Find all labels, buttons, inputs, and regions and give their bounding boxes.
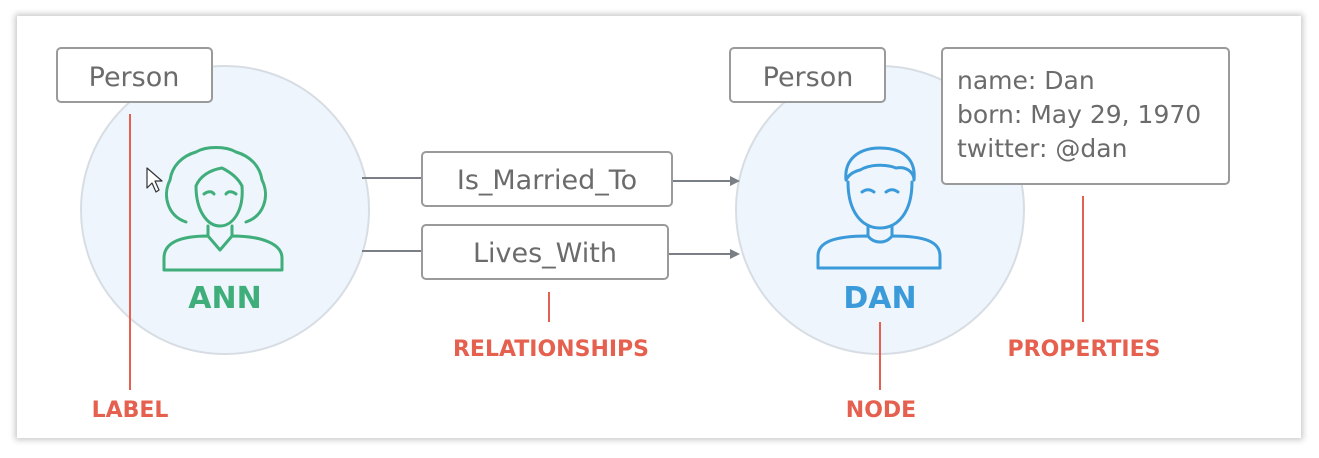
relationship-label-married: Is_Married_To — [457, 165, 637, 196]
mouse-cursor-icon — [146, 167, 163, 193]
node-name-ann: ANN — [188, 281, 261, 316]
label-box-dan — [729, 47, 886, 103]
property-born: born: May 29, 1970 — [957, 100, 1201, 129]
node-ann-circle — [80, 65, 370, 355]
callout-label: LABEL — [92, 398, 169, 423]
woman-icon — [162, 146, 284, 272]
callout-relationships: RELATIONSHIPS — [453, 337, 649, 362]
relationship-label-lives: Lives_With — [473, 238, 617, 269]
property-name: name: Dan — [957, 66, 1095, 95]
property-twitter: twitter: @dan — [957, 134, 1127, 163]
callout-properties: PROPERTIES — [1008, 337, 1161, 362]
properties-box — [941, 47, 1230, 185]
man-icon — [816, 146, 942, 270]
label-box-ann — [56, 47, 213, 103]
label-text-ann: Person — [89, 62, 180, 93]
label-text-dan: Person — [763, 62, 854, 93]
node-name-dan: DAN — [843, 281, 916, 316]
callout-node: NODE — [846, 398, 916, 423]
relationship-box-lives — [421, 224, 669, 280]
relationship-box-married — [421, 151, 673, 207]
